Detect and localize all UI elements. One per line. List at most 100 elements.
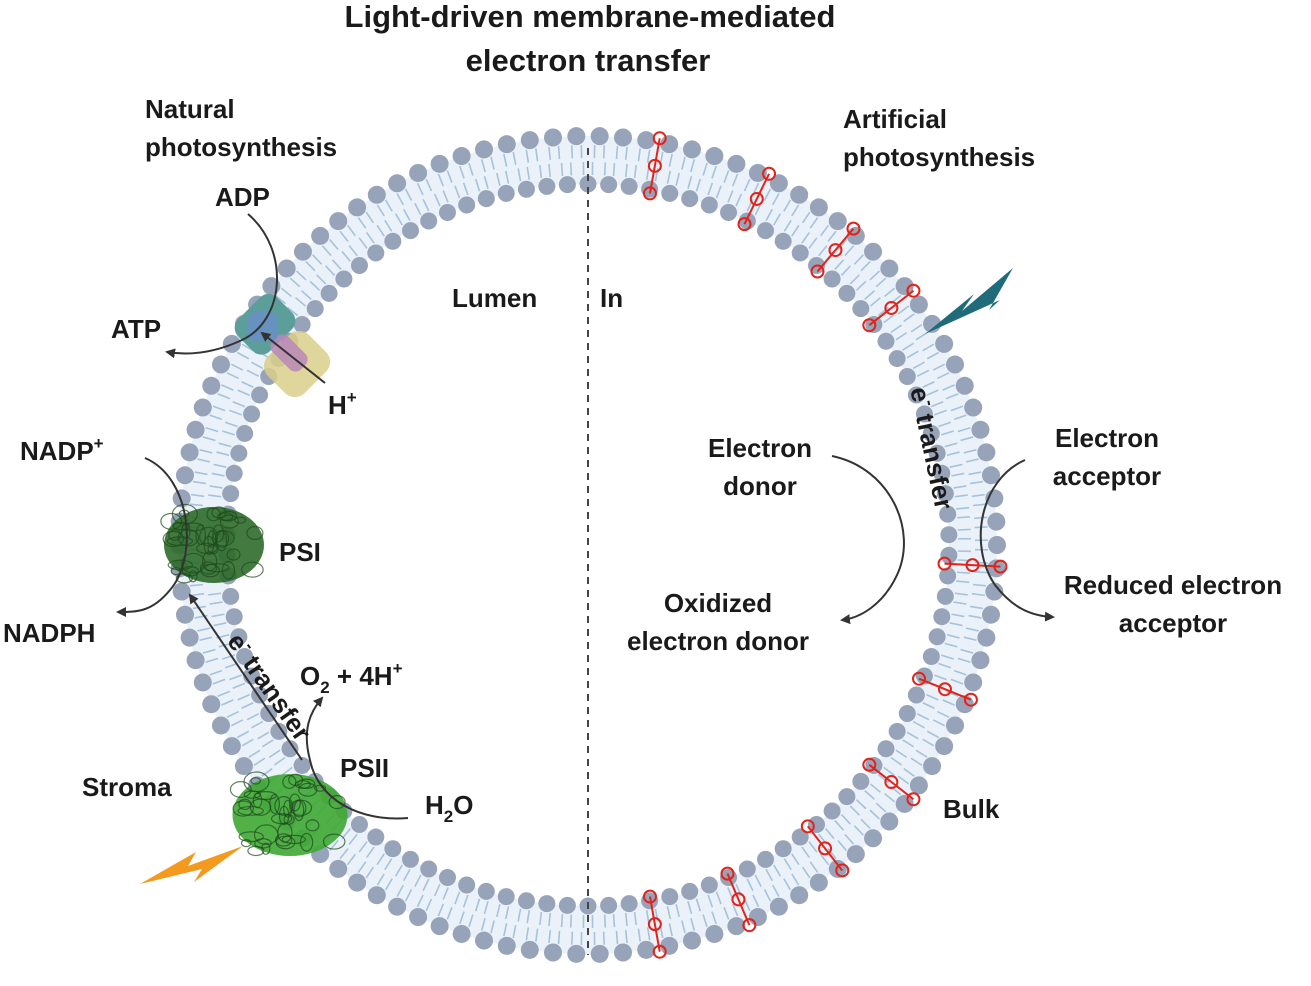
lipid-tail [241, 381, 254, 388]
lipid-head [971, 420, 990, 439]
lipid-tail [936, 710, 950, 718]
lipid-head [738, 860, 756, 878]
lipid-head [520, 940, 539, 959]
lipid-tail [702, 162, 708, 176]
lipid-tail [801, 232, 811, 244]
lipid-tail [281, 766, 293, 776]
lipid-head [790, 185, 809, 204]
lipid-tail [869, 783, 881, 793]
lipid-head [928, 444, 946, 462]
lipid-head [600, 896, 618, 914]
lipid-head [880, 812, 899, 831]
lipid-head [497, 184, 515, 202]
lipid-tail [860, 818, 871, 830]
lipid-head [757, 850, 775, 868]
lipid-tail [384, 878, 393, 891]
lipid-tail [209, 669, 223, 676]
lipid-head [477, 190, 495, 208]
lipid-head [567, 944, 586, 963]
lipid-tail [906, 731, 919, 740]
lipid-tail [517, 168, 522, 182]
lipid-tail [376, 204, 385, 217]
lipid-tail [633, 164, 638, 179]
adp-to-atp-arrow [165, 213, 278, 359]
lipid-head [311, 226, 330, 245]
lipid-tail [213, 622, 227, 627]
lipid-head [641, 892, 659, 910]
lipid-tail [763, 889, 772, 902]
lipid-head [923, 757, 942, 776]
lipid-head [175, 605, 194, 624]
photosystem-ii-protein-icon [229, 771, 348, 857]
lipid-head [329, 212, 348, 231]
lipid-tail [916, 369, 930, 377]
lipid-tail [416, 894, 424, 908]
lipid-head [409, 908, 428, 927]
lipid-tail [504, 170, 510, 184]
lipid-tail [840, 265, 851, 276]
lipid-tail [940, 654, 954, 660]
lipid-head [175, 466, 194, 485]
linker-molecule [800, 819, 850, 878]
lipid-tail [646, 927, 651, 941]
lipid-head [852, 772, 870, 790]
lipid-tail [946, 633, 960, 639]
lipid-head [977, 443, 996, 462]
lipid-tail [869, 270, 880, 281]
lipid-head [202, 695, 221, 714]
lipid-tail [296, 270, 307, 281]
lipid-tail [483, 176, 489, 189]
lipid-head [277, 259, 296, 278]
lipid-head [620, 895, 638, 913]
lipid-tail [949, 622, 963, 627]
lipid-head [748, 908, 767, 927]
lipid-tail [950, 678, 964, 685]
lipid-head [681, 882, 699, 900]
lipid-tail [645, 910, 650, 924]
lipid-head [590, 944, 609, 963]
lipid-head [543, 128, 562, 147]
lipid-tail [341, 250, 351, 262]
lipid-tail [512, 925, 517, 939]
lipid-tail [707, 182, 714, 196]
lipid-head [579, 175, 597, 193]
lipid-tail [425, 898, 433, 912]
lipid-tail [723, 170, 730, 183]
lipid-tail [801, 866, 811, 879]
lipid-tail [205, 657, 219, 664]
lipid-tail [570, 931, 574, 945]
artificial-membrane-linkers [642, 131, 1008, 959]
lipid-tail [454, 891, 461, 905]
oxidized-donor-label-line-2: electron donor [627, 626, 809, 656]
lipid-tail [416, 182, 424, 196]
lipid-tail [624, 912, 628, 927]
lipid-head [384, 840, 402, 858]
lipid-head [180, 628, 199, 647]
lipid-tail [246, 713, 260, 721]
lipid-head [637, 131, 656, 150]
lipid-tail [624, 146, 628, 160]
lipid-tail [965, 458, 979, 463]
lipid-tail [809, 217, 819, 229]
lipid-tail [384, 858, 393, 871]
lipid-tail [801, 846, 811, 858]
lipid-head [222, 485, 240, 503]
lipid-tail [241, 702, 254, 709]
lipid-tail [261, 768, 273, 777]
lipid-head [791, 244, 809, 262]
lipid-tail [414, 202, 422, 216]
lipid-tail [557, 146, 561, 160]
water-label: H2O [425, 790, 473, 826]
lipid-tail [376, 853, 385, 866]
lipid-tail [232, 401, 246, 408]
lipid-tail [229, 674, 242, 681]
lipid-tail [422, 198, 430, 212]
lipid-head [477, 882, 495, 900]
lipid-tail [791, 873, 800, 886]
lipid-tail [754, 202, 762, 216]
lipid-tail [414, 874, 422, 888]
lipid-tail [926, 389, 939, 397]
photosystem-i-protein-icon [160, 503, 264, 584]
